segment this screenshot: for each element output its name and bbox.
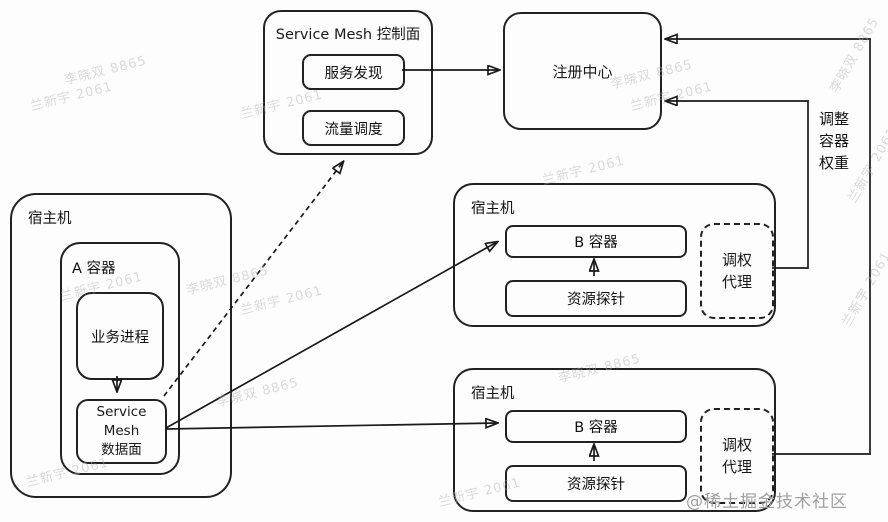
- business-process-node: 业务进程: [76, 292, 164, 380]
- host-a-box: 宿主机 A 容器 业务进程 Service Mesh 数据面: [10, 193, 232, 498]
- service-mesh-dataplane-node: Service Mesh 数据面: [76, 399, 167, 464]
- adjust-weight-line: 调整: [819, 110, 850, 128]
- weight-agent-line: 代理: [721, 273, 752, 291]
- control-plane-box: Service Mesh 控制面 服务发现 流量调度: [263, 10, 433, 155]
- host-b1-label: 宿主机: [471, 201, 515, 217]
- service-discovery-node: 服务发现: [302, 54, 405, 90]
- dataplane-line: Service: [96, 404, 147, 420]
- registry-center-node: 注册中心: [503, 12, 662, 130]
- adjust-weight-line: 权重: [819, 154, 850, 172]
- faint-watermark: 兰新宇 2061: [238, 283, 325, 319]
- container-a-box: A 容器 业务进程 Service Mesh 数据面: [60, 242, 180, 475]
- adjust-weight-note: 调整 容器 权重: [819, 108, 849, 174]
- weight-agent-line: 代理: [721, 458, 752, 476]
- container-a-label: A 容器: [72, 261, 116, 277]
- container-b1-node: B 容器: [505, 225, 687, 258]
- host-b2-label: 宿主机: [471, 386, 515, 402]
- faint-watermark: 李晓双 8865: [827, 15, 883, 96]
- host-a-label: 宿主机: [28, 211, 72, 227]
- container-b2-node: B 容器: [505, 410, 687, 443]
- community-credit-watermark: @稀土掘金技术社区: [686, 492, 848, 512]
- resource-probe1-node: 资源探针: [505, 280, 687, 317]
- dataplane-line: 数据面: [101, 442, 142, 458]
- faint-watermark: 李晓双 8865: [62, 53, 149, 89]
- weight-agent-line: 调权: [721, 436, 752, 454]
- faint-watermark: 兰新宇 2061: [839, 249, 888, 330]
- host-b1-box: 宿主机 B 容器 资源探针 调权 代理: [453, 183, 776, 327]
- dataplane-line: Mesh: [103, 423, 140, 439]
- faint-watermark: 兰新宇 2061: [28, 79, 115, 115]
- adjust-weight-line: 容器: [819, 132, 850, 150]
- traffic-scheduling-node: 流量调度: [302, 110, 405, 146]
- weight-agent-line: 调权: [721, 251, 752, 269]
- control-plane-title: Service Mesh 控制面: [275, 27, 421, 43]
- resource-probe2-node: 资源探针: [505, 465, 687, 502]
- weight-agent1-node: 调权 代理: [700, 223, 774, 319]
